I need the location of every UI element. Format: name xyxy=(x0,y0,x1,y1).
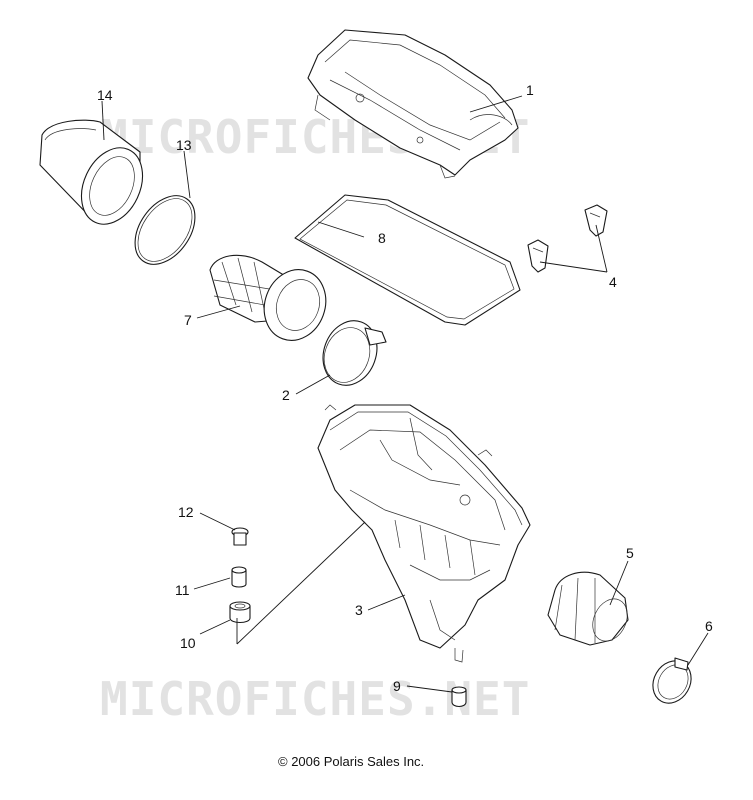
callout-8: 8 xyxy=(378,230,386,246)
callout-4: 4 xyxy=(609,274,617,290)
boot-clamp-part xyxy=(652,657,692,704)
airbox-cover-part xyxy=(307,29,519,179)
screw-part xyxy=(231,527,249,546)
leader-lines xyxy=(101,95,709,693)
intake-boot-part xyxy=(547,571,629,646)
callout-2: 2 xyxy=(282,387,290,403)
callout-14: 14 xyxy=(97,87,113,103)
retaining-clip-part xyxy=(527,204,608,273)
drain-valve-part xyxy=(451,686,467,708)
callout-6: 6 xyxy=(705,618,713,634)
hose-clamp-part xyxy=(322,320,387,386)
airbox-gasket-part xyxy=(294,194,521,326)
callout-12: 12 xyxy=(178,504,194,520)
air-filter-element-part xyxy=(39,119,144,225)
copyright-text: © 2006 Polaris Sales Inc. xyxy=(278,754,424,769)
airbox-base-part xyxy=(317,404,531,663)
callout-3: 3 xyxy=(355,602,363,618)
callout-13: 13 xyxy=(176,137,192,153)
callout-9: 9 xyxy=(393,678,401,694)
callout-11: 11 xyxy=(175,582,190,598)
filter-cage-part xyxy=(209,254,327,341)
spacer-part xyxy=(231,566,247,588)
callout-10: 10 xyxy=(180,635,196,651)
callout-5: 5 xyxy=(626,545,634,561)
filter-o-ring-part xyxy=(134,195,196,265)
callout-labels: 1 2 3 4 5 6 7 8 9 10 11 12 13 14 xyxy=(97,82,713,694)
callout-1: 1 xyxy=(526,82,534,98)
grommet-part xyxy=(229,601,251,624)
callout-7: 7 xyxy=(184,312,192,328)
